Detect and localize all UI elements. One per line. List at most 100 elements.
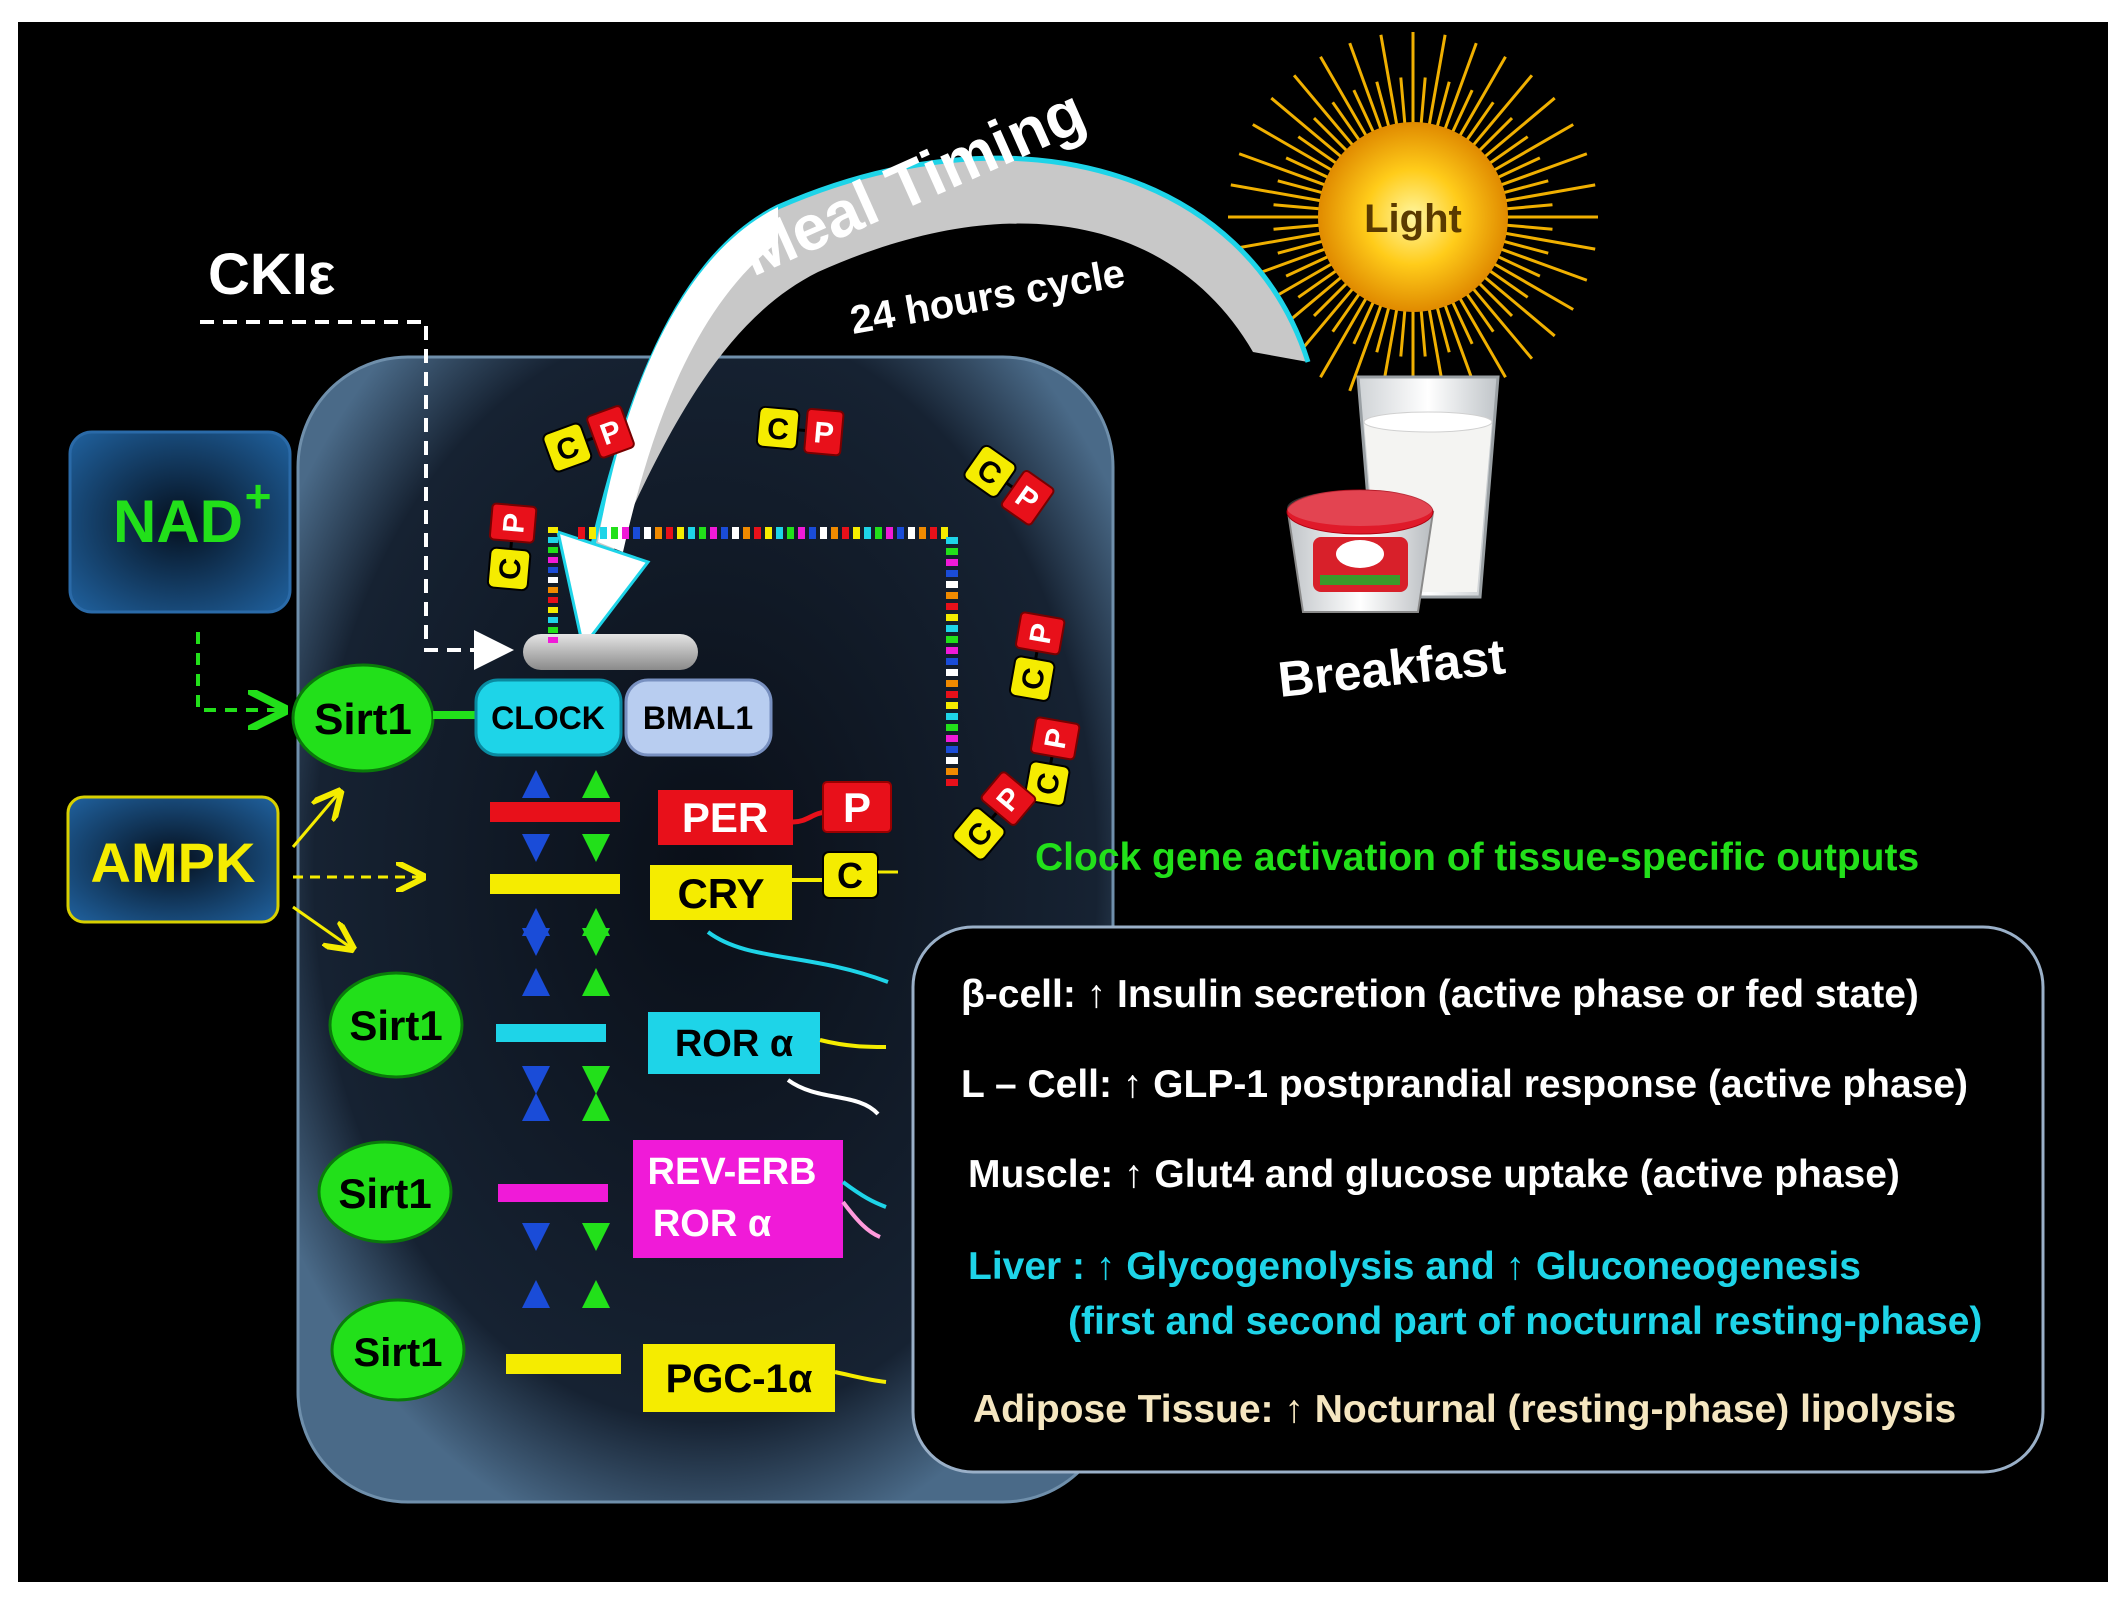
nad-box: NAD + [68, 430, 292, 614]
dna-bead [946, 779, 958, 786]
dna-bead [946, 658, 958, 665]
inhibition-triangle [522, 834, 550, 862]
cry-protein: CRY [650, 865, 792, 920]
ckie-label: CKIε [208, 242, 335, 307]
dna-bead [831, 527, 838, 539]
dna-bead [842, 527, 849, 539]
cp-tag: CP [963, 444, 1055, 526]
activation-triangle [522, 770, 550, 798]
inhibition-triangle [522, 1066, 550, 1094]
activation-triangle [522, 1093, 550, 1121]
per-gene-bar [490, 802, 620, 822]
dna-bead [622, 527, 629, 539]
sirt1-label: Sirt1 [349, 1002, 442, 1049]
output-adipose: Adipose Tissue: ↑ Nocturnal (resting-pha… [973, 1388, 1956, 1431]
dna-bead [864, 527, 871, 539]
inhibition-triangle [582, 1223, 610, 1251]
ampk-label: AMPK [91, 831, 256, 894]
dna-bead [644, 527, 651, 539]
sun-icon [1228, 32, 1598, 402]
cp-tag-p: P [812, 416, 835, 451]
pgc1a-protein: PGC-1α [643, 1344, 835, 1412]
dna-bead [548, 577, 558, 583]
dna-bead [946, 636, 958, 643]
ror-gene-bar [496, 1024, 606, 1042]
light-label: Light [1364, 197, 1462, 241]
dna-bead [688, 527, 695, 539]
dna-bead [743, 527, 750, 539]
output-connectors [706, 930, 889, 1384]
dna-bead [946, 559, 958, 566]
sirt1-label: Sirt1 [338, 1170, 431, 1217]
dna-bead [946, 581, 958, 588]
inhibition-triangle [582, 928, 610, 956]
nad-sirt1-arrow [196, 632, 280, 710]
dna-bead [930, 527, 937, 539]
pgc-gene-bar [506, 1354, 621, 1374]
dna-bead [946, 614, 958, 621]
cp-tag-p: P [497, 512, 532, 535]
outputs-heading: Clock gene activation of tissue-specific… [1035, 836, 1919, 879]
dna-bead [548, 567, 558, 573]
dna-bead [946, 757, 958, 764]
sirt1-oval: Sirt1 [330, 1298, 466, 1402]
cry-label: CRY [677, 870, 764, 917]
dna-binding-bar [523, 634, 698, 670]
dna-bead [548, 527, 558, 533]
dna-bead [699, 527, 706, 539]
inhibition-triangle [582, 1066, 610, 1094]
phosphate-label: P [843, 784, 871, 831]
activation-triangle [582, 770, 610, 798]
dna-bead [548, 547, 558, 553]
dna-bead [946, 691, 958, 698]
cottage-cheese-icon [1286, 489, 1435, 613]
dna-bead [946, 724, 958, 731]
output-beta-cell: β-cell: ↑ Insulin secretion (active phas… [961, 973, 1919, 1016]
cry-gene-bar [490, 874, 620, 894]
dna-bead [787, 527, 794, 539]
dna-bead [853, 527, 860, 539]
cp-tag-c: C [493, 557, 528, 581]
dna-bead [946, 746, 958, 753]
dna-bead [710, 527, 717, 539]
dna-bead [946, 735, 958, 742]
dna-bead [798, 527, 805, 539]
bmal1-label: BMAL1 [643, 700, 753, 736]
dna-bead [946, 669, 958, 676]
bmal1-protein: BMAL1 [624, 678, 773, 757]
cp-tag: CP [486, 502, 538, 592]
reverb-protein: REV-ERB ROR α [633, 1140, 843, 1258]
dna-bead [946, 647, 958, 654]
dna-bead [600, 527, 607, 539]
sirt1-oval: Sirt1 [328, 971, 464, 1079]
cry-tag-label: C [837, 855, 863, 896]
cp-tag: CP [952, 771, 1037, 861]
output-liver-2: (first and second part of nocturnal rest… [1068, 1300, 1982, 1343]
dna-bead [765, 527, 772, 539]
dna-bead [886, 527, 893, 539]
dna-bead [677, 527, 684, 539]
dna-bead [633, 527, 640, 539]
dna-bead [666, 527, 673, 539]
diagram-svg: Light Meal Timing 24 hours cycle Breakfa… [66, 32, 2045, 1504]
activation-triangle [522, 1280, 550, 1308]
dna-bead [578, 527, 585, 539]
ampk-box: AMPK [66, 795, 280, 924]
inhibition-triangle [522, 928, 550, 956]
dna-bead [946, 625, 958, 632]
activation-triangle [582, 968, 610, 996]
activation-triangle [582, 1280, 610, 1308]
reverb-label-2: ROR α [653, 1203, 771, 1245]
dna-bead [548, 627, 558, 633]
dna-bead [809, 527, 816, 539]
dna-bead [548, 637, 558, 643]
dna-bead [548, 587, 558, 593]
breakfast-label: Breakfast [1275, 628, 1508, 708]
dna-bead [754, 527, 761, 539]
reverb-label-1: REV-ERB [648, 1151, 817, 1193]
dna-bead [946, 592, 958, 599]
activation-triangle [522, 968, 550, 996]
